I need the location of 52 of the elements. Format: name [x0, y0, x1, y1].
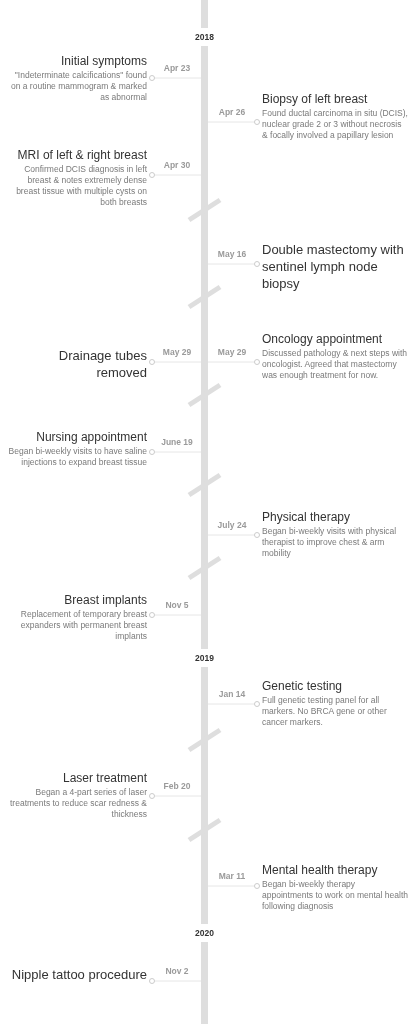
date-label: July 24: [216, 520, 248, 531]
event-title: Breast implants: [63, 592, 147, 608]
date-label: May 29: [216, 347, 248, 358]
date-label: Nov 2: [164, 966, 190, 977]
event-description: "Indeterminate calcifications" found on a routine mammogram & marked as abnormal: [9, 70, 147, 103]
leader-line: [148, 172, 202, 178]
date-label: June 19: [160, 437, 194, 448]
event-description: Replacement of temporary breast expanders with permanent breast implants: [19, 609, 147, 642]
date-label: Mar 11: [217, 871, 247, 882]
leader-line: [148, 612, 202, 618]
leader-line: [207, 532, 261, 538]
leader-line: [207, 883, 261, 889]
year-label: 2019: [193, 649, 216, 667]
event-title: Laser treatment: [61, 770, 147, 786]
leader-line: [148, 978, 202, 984]
date-label: Apr 30: [162, 160, 192, 171]
event-title: MRI of left & right breast: [16, 147, 147, 163]
event-title: Nursing appointment: [35, 429, 147, 445]
date-label: Apr 23: [162, 63, 192, 74]
date-label: May 29: [161, 347, 193, 358]
event-description: Began bi-weekly visits with physical therapist to improve chest & arm mobility: [262, 526, 398, 559]
date-label: Nov 5: [164, 600, 190, 611]
event-description: Began a 4-part series of laser treatments to reduce scar redness & thickness: [9, 787, 147, 820]
event-title: Double mastectomy with sentinel lymph node biopsy: [262, 241, 405, 292]
event-title: Initial symptoms: [59, 53, 147, 69]
event-description: Found ductal carcinoma in situ (DCIS), nuclear grade 2 or 3 without necrosis & focally involved a papillary lesion: [262, 108, 408, 141]
event-title: Mental health therapy: [262, 862, 379, 878]
event-description: Full genetic testing panel for all markers. No BRCA gene or other cancer markers.: [262, 695, 388, 728]
date-label: Apr 26: [217, 107, 247, 118]
leader-line: [207, 359, 261, 365]
event-description: Began bi-weekly visits to have saline injections to expand breast tissue: [8, 446, 147, 468]
event-description: Began bi-weekly therapy appointments to work on mental health following diagnosis: [262, 879, 408, 912]
date-label: May 16: [216, 249, 248, 260]
leader-line: [207, 119, 261, 125]
event-title: Genetic testing: [262, 678, 344, 694]
event-description: Confirmed DCIS diagnosis in left breast & notes extremely dense breast tissue with multiple cysts on both breasts: [15, 164, 147, 208]
leader-line: [207, 701, 261, 707]
leader-line: [148, 793, 202, 799]
event-title: Biopsy of left breast: [262, 91, 369, 107]
leader-line: [207, 261, 261, 267]
year-label: 2020: [193, 924, 216, 942]
event-title: Physical therapy: [262, 509, 352, 525]
year-label: 2018: [193, 28, 216, 46]
event-title: Nipple tattoo procedure: [10, 966, 147, 983]
date-label: Jan 14: [217, 689, 247, 700]
event-description: Discussed pathology & next steps with oncologist. Agreed that mastectomy was enough treatment for now.: [262, 348, 408, 381]
leader-line: [148, 449, 202, 455]
date-label: Feb 20: [162, 781, 192, 792]
event-title: Drainage tubes removed: [57, 347, 147, 381]
leader-line: [148, 75, 202, 81]
leader-line: [148, 359, 202, 365]
event-title: Oncology appointment: [262, 331, 384, 347]
